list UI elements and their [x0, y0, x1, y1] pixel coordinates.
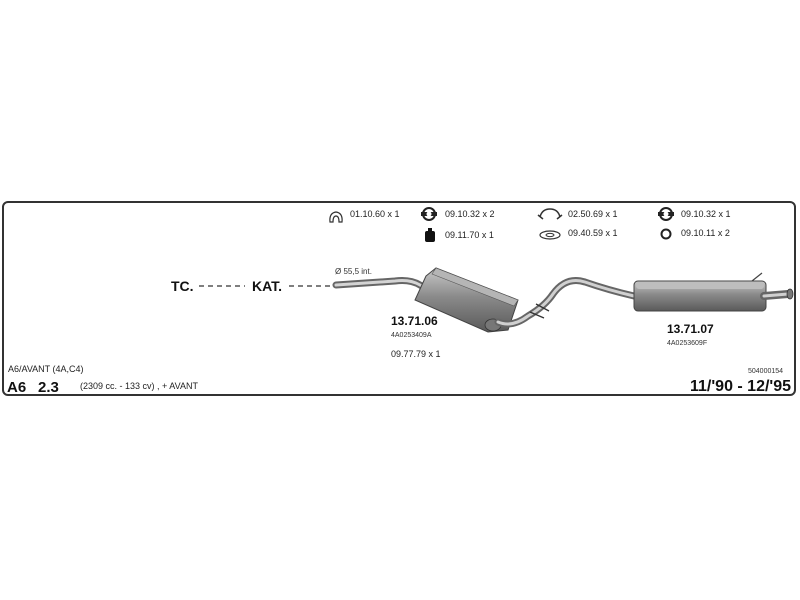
legend-code-6: 09.10.32 x 1 — [681, 209, 731, 219]
rubber-ring-mount-icon — [421, 207, 437, 221]
production-years: 11/'90 - 12/'95 — [690, 378, 792, 395]
pipe-joint — [529, 303, 550, 319]
tc-label: TC. — [171, 278, 194, 294]
middle-silencer-number: 13.71.06 — [391, 314, 438, 328]
middle-silencer-extra-part: 09.77.79 x 1 — [391, 349, 441, 359]
legend-code-3: 09.11.70 x 1 — [445, 230, 494, 240]
intermediate-pipe — [494, 277, 638, 328]
rubber-hanger-icon — [329, 211, 343, 223]
rear-silencer — [633, 272, 767, 312]
rear-silencer-oem: 4A0253609F — [667, 340, 708, 347]
legend-code-2: 09.10.32 x 2 — [445, 209, 495, 219]
kat-label: KAT. — [252, 278, 283, 294]
tail-pipe — [760, 288, 794, 300]
legend-code-7: 09.10.11 x 2 — [681, 228, 730, 238]
legend-code-4: 02.50.69 x 1 — [568, 209, 618, 219]
rear-silencer-number: 13.71.07 — [667, 322, 714, 336]
vehicle-name: A6 — [7, 379, 27, 396]
catalog-number: 504000154 — [748, 368, 784, 375]
rubber-block-mount-icon — [425, 228, 435, 242]
pipe-diameter-label: Ø 55,5 int. — [335, 267, 372, 276]
flange-gasket-icon — [539, 230, 561, 240]
vehicle-engine: 2.3 — [38, 379, 59, 396]
model-line: A6/AVANT (4A,C4) — [8, 364, 84, 374]
o-ring-icon — [660, 228, 672, 240]
pipe-clamp-icon — [537, 208, 563, 220]
legend-code-1: 01.10.60 x 1 — [350, 209, 400, 219]
middle-silencer-oem: 4A0253409A — [391, 332, 432, 339]
vehicle-specs: (2309 cc. - 133 cv) , + AVANT — [80, 381, 198, 391]
middle-silencer — [414, 267, 519, 333]
rubber-ring-mount-icon — [658, 207, 674, 221]
legend-code-5: 09.40.59 x 1 — [568, 228, 618, 238]
